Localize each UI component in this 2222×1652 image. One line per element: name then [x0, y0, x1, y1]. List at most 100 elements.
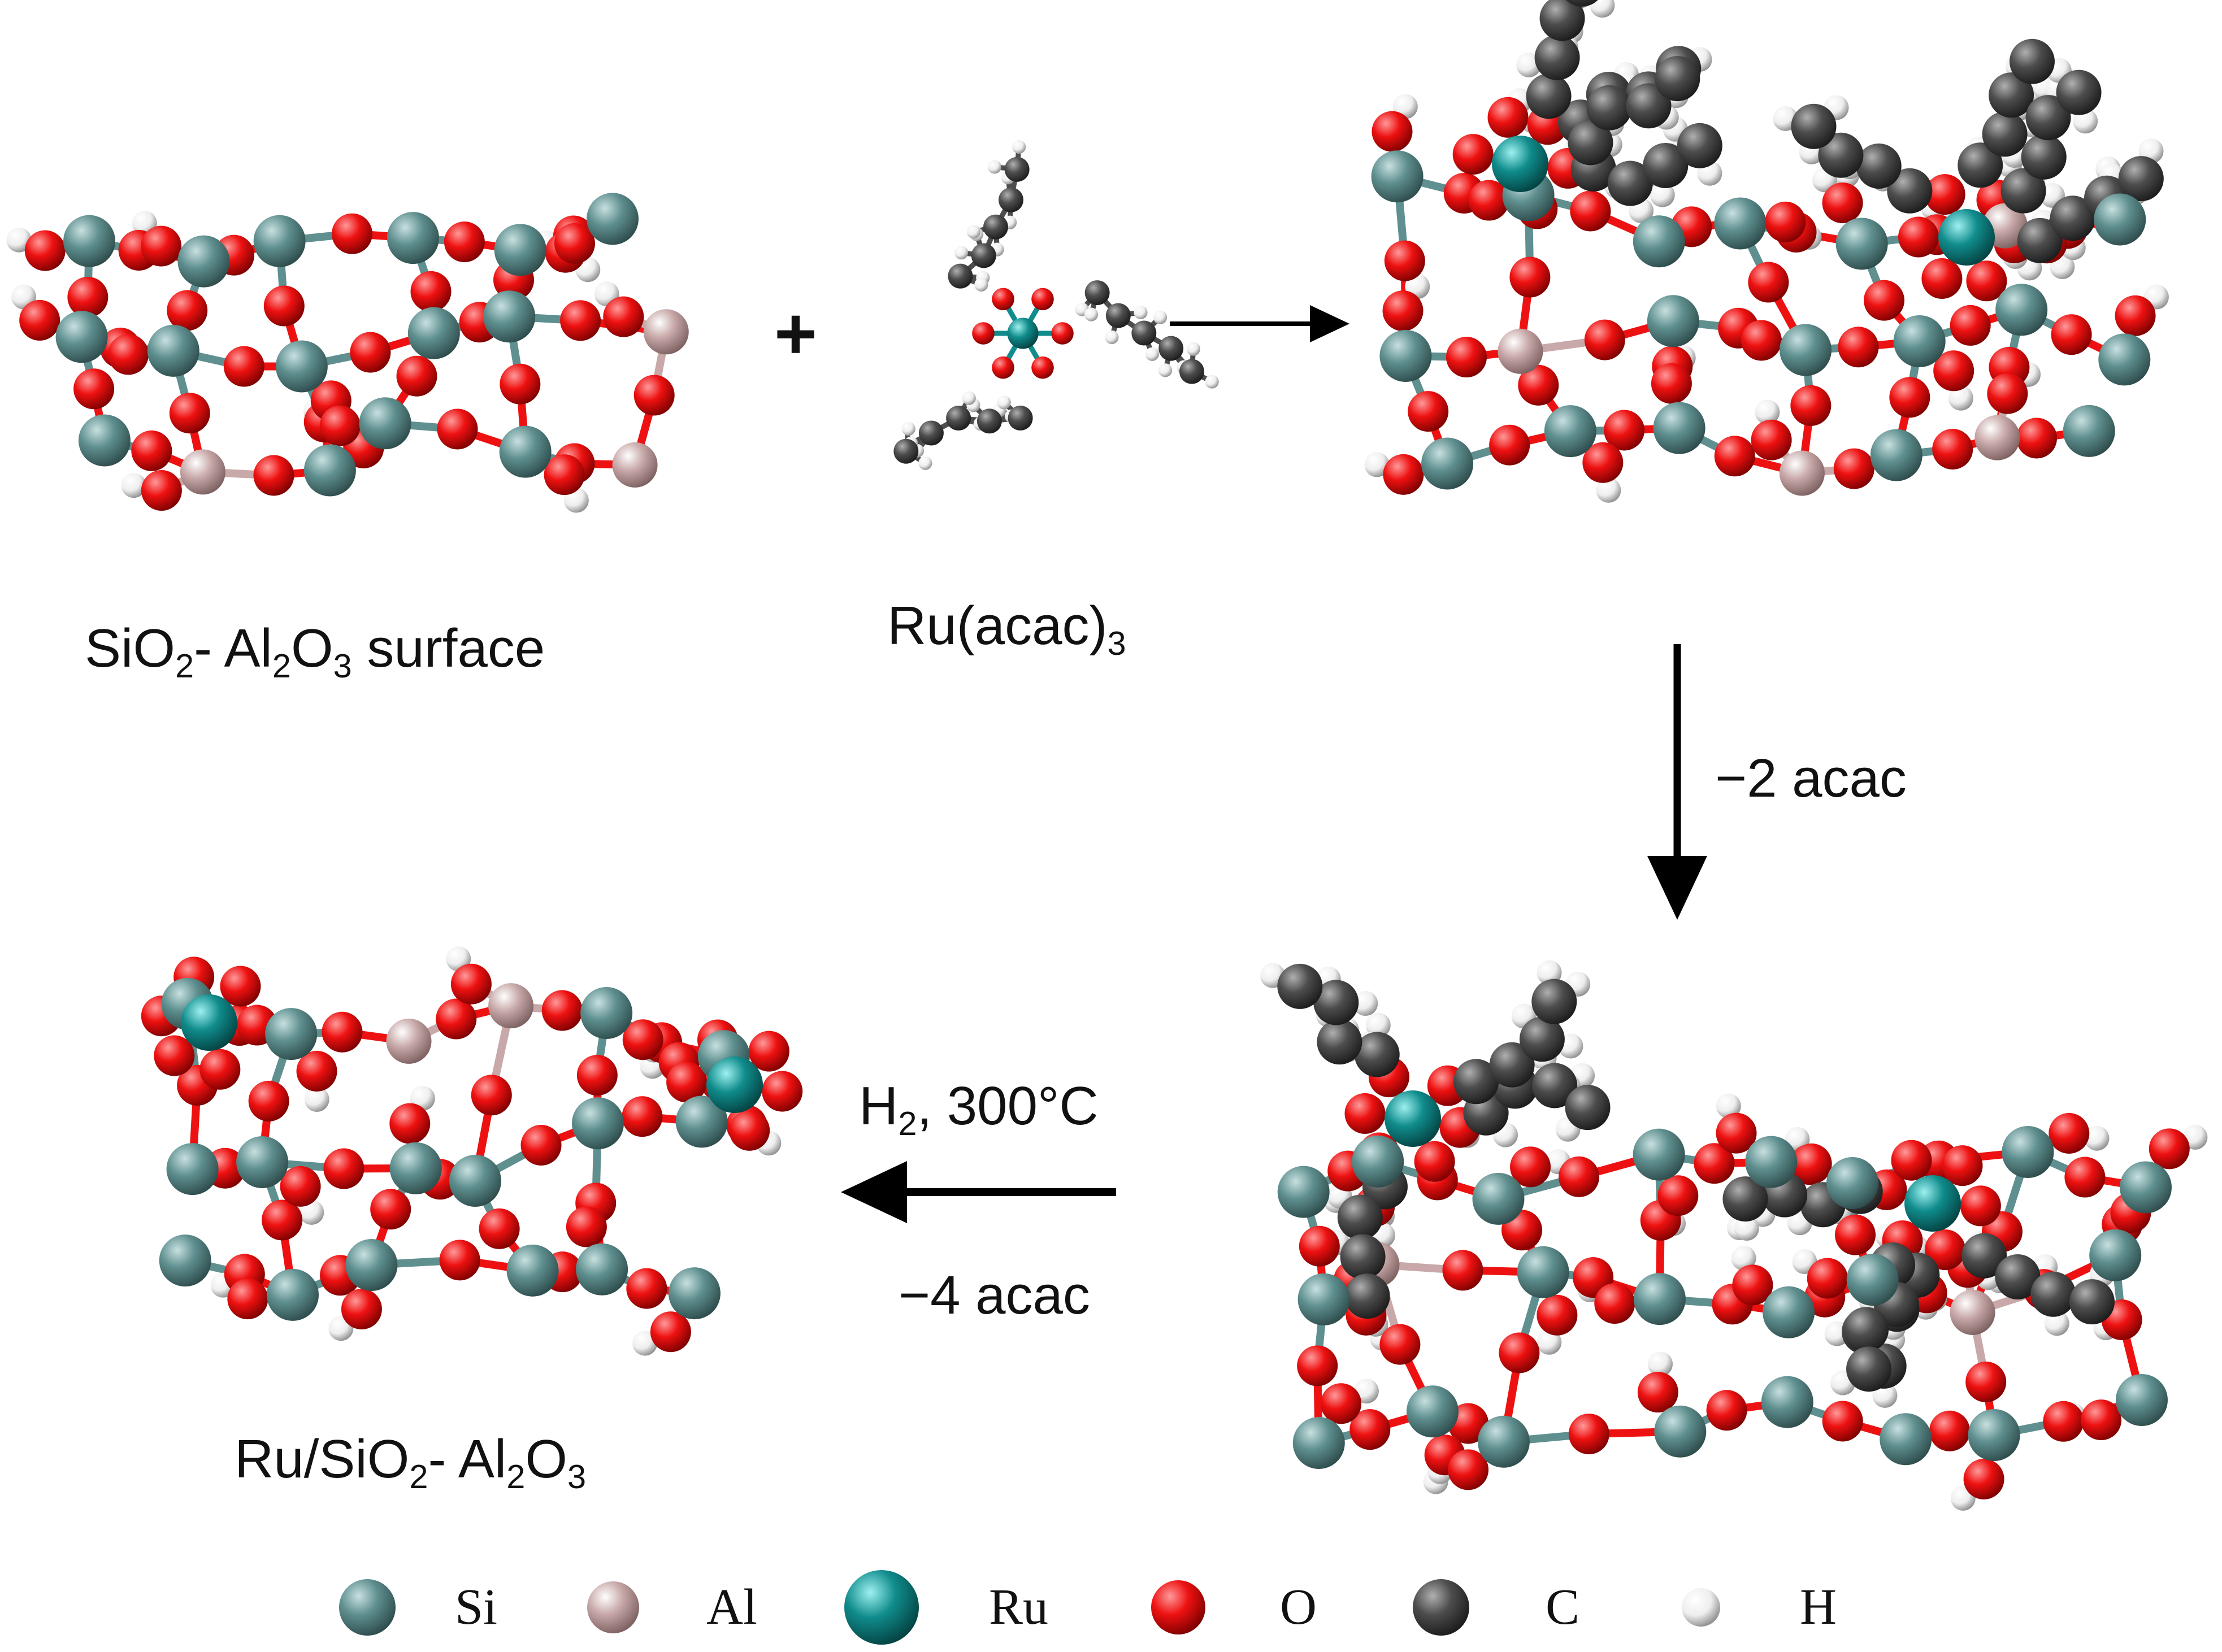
atom-c [1626, 83, 1672, 129]
atom-o [1835, 1214, 1876, 1255]
atom-si [668, 1267, 721, 1320]
atom-si [1352, 1136, 1404, 1188]
atom-si [389, 1142, 442, 1194]
atom-ru [1385, 1090, 1441, 1147]
atom-c [1846, 1346, 1892, 1392]
atom-o [169, 393, 210, 434]
atom-si [78, 414, 131, 467]
atom-o [1637, 1372, 1678, 1413]
atom-o [1509, 257, 1551, 298]
atom-si [1826, 1157, 1878, 1210]
atom-si [1870, 429, 1922, 481]
atom-o [1898, 216, 1939, 258]
atom-o [319, 405, 361, 446]
atom-h [1012, 140, 1026, 154]
atom-si [1647, 295, 1699, 347]
atom-o [437, 408, 478, 450]
atom-o [223, 346, 264, 387]
atom-c [1489, 1042, 1535, 1088]
surface-molecule [6, 193, 689, 513]
atom-si [2063, 405, 2115, 457]
atom-h [901, 421, 915, 436]
atom-o [1382, 290, 1424, 332]
atom-o [992, 288, 1014, 311]
atom-h [1948, 385, 1973, 411]
atom-si [1714, 197, 1767, 250]
atom-h [1105, 330, 1119, 345]
atom-c [2021, 134, 2067, 180]
atom-h [954, 246, 969, 260]
atom-si [1472, 1172, 1525, 1225]
legend-label-ru: Ru [989, 1579, 1049, 1635]
atom-h [997, 395, 1011, 410]
atom-si [1835, 218, 1888, 270]
atom-c [1105, 303, 1131, 328]
atom-h [1153, 310, 1168, 324]
atom-o [1657, 1175, 1699, 1216]
atom-o [2149, 1128, 2190, 1170]
atom-ru [1938, 209, 1995, 266]
atom-o [1732, 1264, 1773, 1306]
atom-o [1651, 363, 1692, 404]
atom-si [166, 1143, 219, 1195]
atom-o [566, 1206, 607, 1247]
atom-o [167, 290, 208, 331]
atom-si [1277, 1166, 1330, 1218]
atom-h [1755, 399, 1780, 425]
atom-c [983, 214, 1008, 240]
precursor-caption: Ru(acac)3 [887, 595, 1126, 663]
atom-h [962, 391, 976, 405]
ru-acac3-molecule [893, 140, 1219, 470]
atom-c [977, 408, 1002, 434]
atom-o [1594, 1283, 1635, 1324]
atom-c [1722, 1176, 1768, 1222]
atom-o [1518, 364, 1559, 406]
atom-c [1344, 1273, 1390, 1319]
atom-c [1677, 123, 1722, 168]
atom-o [748, 1031, 789, 1072]
atom-si [267, 1268, 319, 1321]
atom-c [1317, 1019, 1362, 1065]
atom-o [541, 990, 583, 1031]
atom-si [506, 1244, 559, 1297]
atom-h [1145, 347, 1159, 361]
atom-o [1408, 391, 1449, 432]
intermediate-molecule [1364, 0, 2169, 503]
atom-si [499, 425, 552, 478]
atom-o [1791, 1143, 1832, 1184]
atom-o [1807, 1258, 1848, 1299]
atom-al [1950, 1289, 1995, 1335]
atom-h [918, 456, 932, 470]
atom-si [253, 215, 306, 267]
atom-c [1887, 168, 1933, 214]
atom-c [893, 438, 919, 464]
atom-al [643, 309, 689, 355]
atom-o [323, 1148, 364, 1189]
atom-o [73, 368, 115, 410]
atom-si [1517, 1246, 1569, 1298]
atom-si [275, 340, 328, 393]
atom-o [2115, 295, 2156, 336]
atom-o [322, 1011, 363, 1053]
atom-o [576, 1055, 618, 1096]
atom-o [220, 966, 261, 1007]
atom-h [1364, 452, 1390, 477]
atom-c [1158, 336, 1184, 361]
atom-o [341, 1289, 382, 1330]
atom-o [622, 1019, 663, 1060]
atom-h [1648, 1351, 1673, 1377]
atom-o [1559, 1156, 1600, 1197]
atom-si [1780, 324, 1832, 376]
atom-si [576, 1243, 628, 1295]
atom-o [1706, 1390, 1747, 1431]
grafted-molecule [1260, 960, 2208, 1511]
atom-o [1051, 322, 1074, 345]
atom-o [19, 299, 60, 341]
atom-c [918, 420, 944, 446]
atom-si [580, 987, 633, 1040]
atom-o [1344, 1093, 1386, 1134]
atom-c [1337, 1194, 1383, 1240]
atom-c [1643, 142, 1689, 188]
atom-o [199, 1049, 241, 1090]
atom-o [2081, 1399, 2122, 1441]
